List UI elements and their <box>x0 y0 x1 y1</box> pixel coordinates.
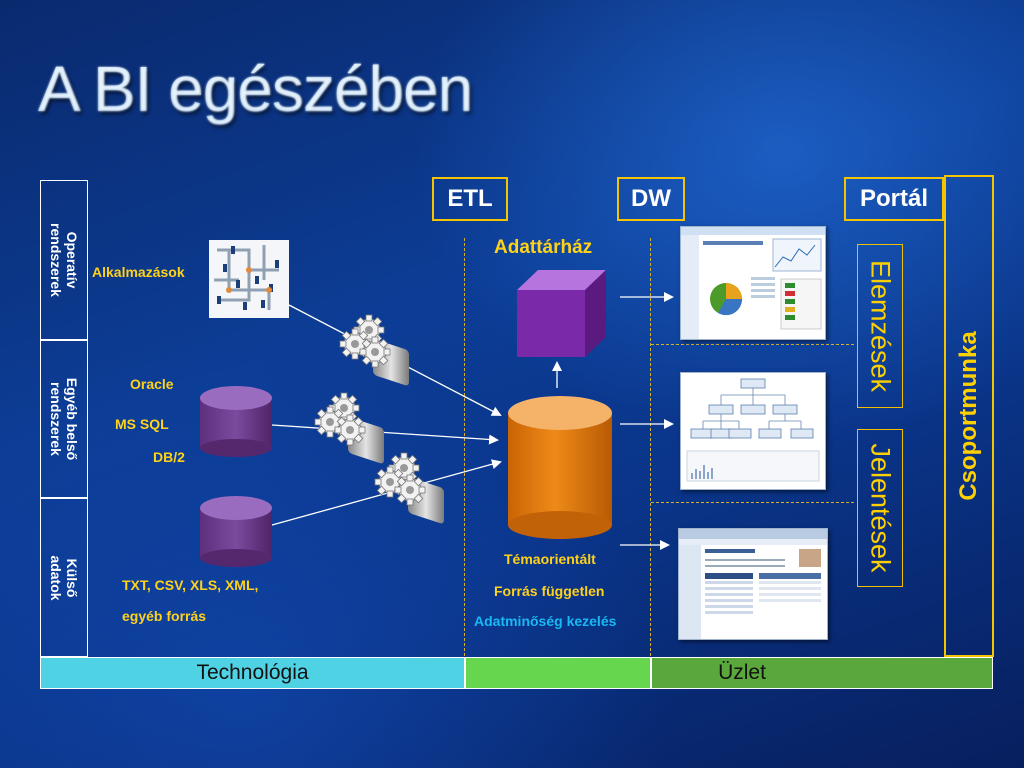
data-cube-icon <box>517 270 606 357</box>
report-screenshot <box>678 528 828 640</box>
warehouse-prop-source: Forrás független <box>494 583 605 599</box>
label-applications: Alkalmazások <box>92 264 185 280</box>
warehouse-prop-subject: Témaorientált <box>504 551 596 567</box>
label-oracle: Oracle <box>130 376 174 392</box>
dashboard-thumbnail-icon <box>681 227 825 339</box>
category-operational-systems: Operatív rendszerek <box>40 180 88 340</box>
warehouse-prop-quality: Adatminőség kezelés <box>474 613 617 629</box>
technology-label: Technológia <box>196 661 309 684</box>
etl-header: ETL <box>432 177 508 221</box>
collaboration-box: Csoportmunka <box>944 175 994 657</box>
dw-divider <box>650 238 651 656</box>
business-bar: Üzlet <box>651 657 993 689</box>
label-files-line2: egyéb forrás <box>122 608 207 624</box>
business-bar-left <box>465 657 651 689</box>
portal-separator-2 <box>651 502 854 503</box>
etl-divider <box>464 238 465 656</box>
label-files-line1: TXT, CSV, XLS, XML, <box>122 577 259 593</box>
gears-icon <box>340 315 409 386</box>
warehouse-cylinder-icon <box>508 396 612 539</box>
hierarchy-screenshot <box>680 372 826 490</box>
category-external-data: Külső adatok <box>40 498 88 657</box>
dw-header: DW <box>617 177 685 221</box>
database-cylinder-icon <box>200 496 272 567</box>
portal-separator-1 <box>651 344 854 345</box>
label-mssql: MS SQL <box>115 416 169 432</box>
dashboard-screenshot <box>680 226 826 340</box>
business-label: Üzlet <box>718 661 766 684</box>
application-diagram-icon <box>209 240 289 318</box>
label-db2: DB/2 <box>153 449 185 465</box>
portal-header: Portál <box>844 177 944 221</box>
hierarchy-thumbnail-icon <box>686 378 820 482</box>
gears-icon <box>375 453 444 524</box>
analysis-box: Elemzések <box>857 244 903 408</box>
category-internal-systems: Egyéb belső rendszerek <box>40 340 88 498</box>
slide-title: A BI egészében <box>38 53 473 125</box>
database-cylinder-icon <box>200 386 272 457</box>
technology-bar: Technológia <box>40 657 465 689</box>
gears-icon <box>315 393 384 464</box>
report-thumbnail-icon <box>679 529 827 639</box>
reports-box: Jelentések <box>857 429 903 587</box>
warehouse-title: Adattárház <box>494 237 593 258</box>
